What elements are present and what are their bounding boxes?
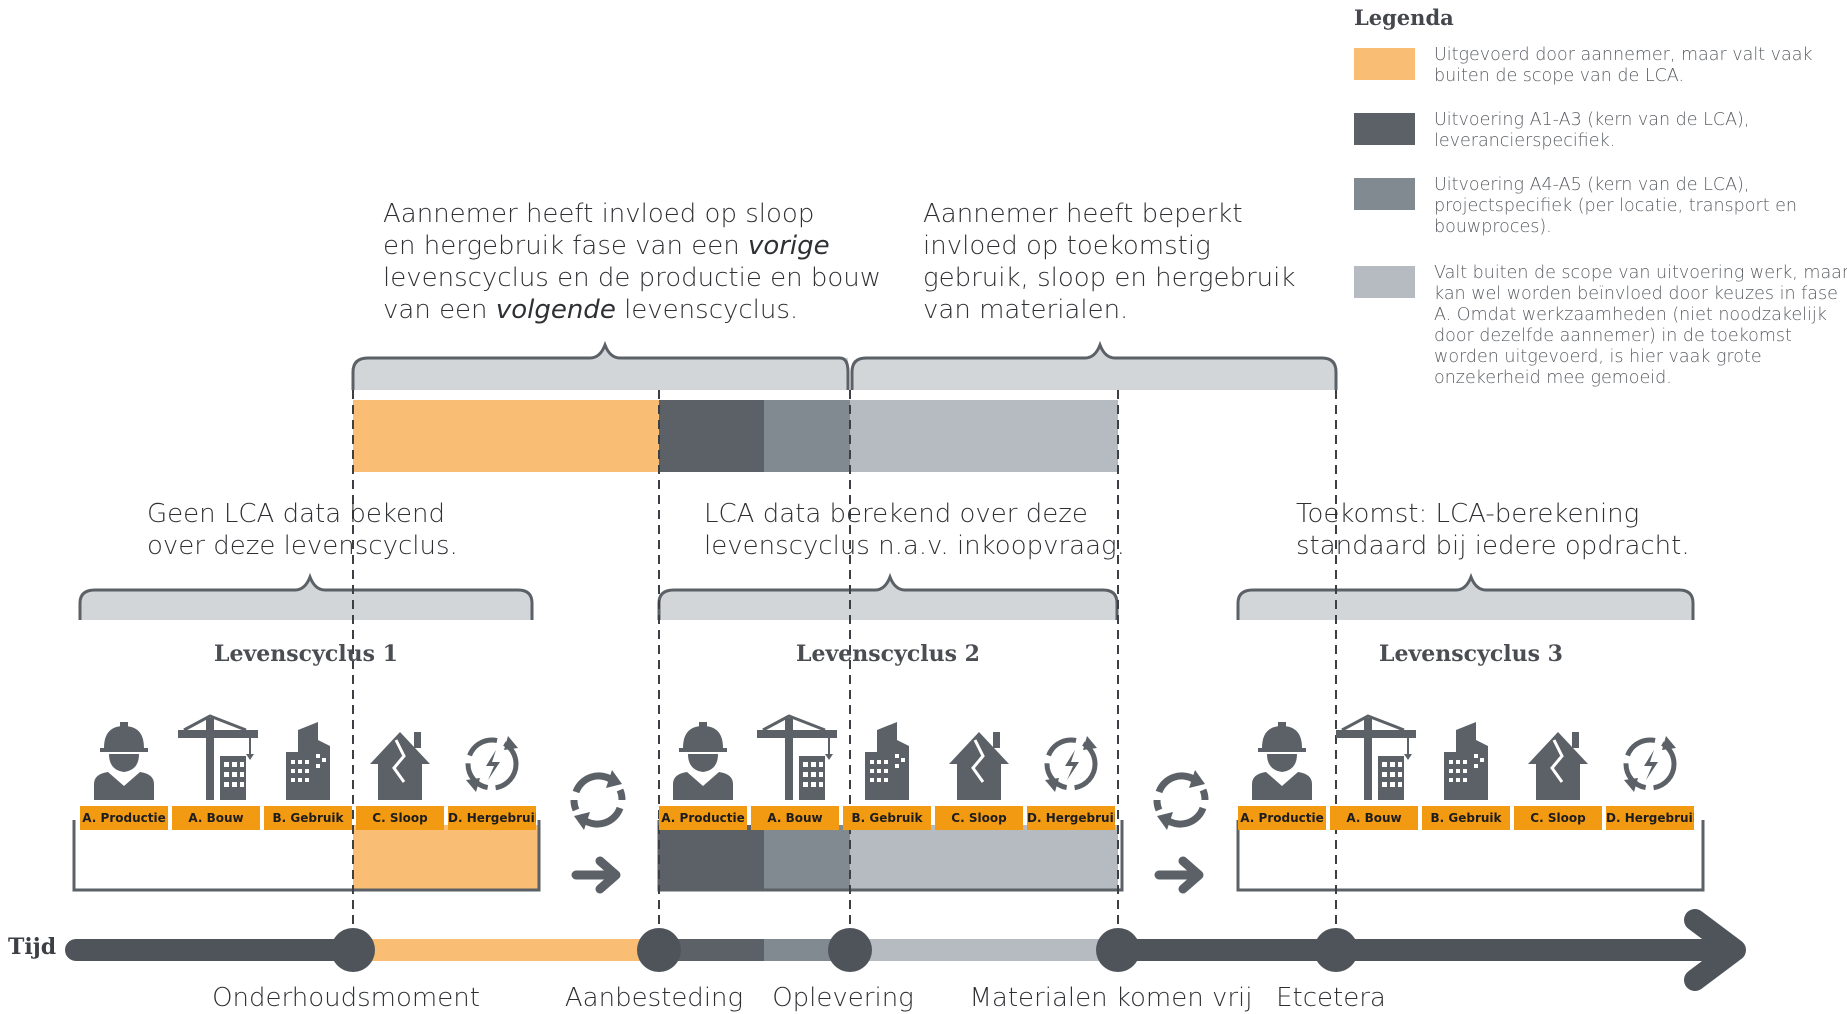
annotation-cycle1: Geen LCA data bekend over deze levenscyc… bbox=[147, 498, 458, 562]
cycle1-bracket bbox=[78, 572, 534, 620]
milestone-label: Aanbesteding bbox=[564, 983, 744, 1013]
worker-icon bbox=[1252, 722, 1312, 800]
annotation-line: Aannemer heeft invloed op sloop bbox=[383, 199, 815, 229]
building-icon bbox=[1444, 722, 1488, 800]
timeline bbox=[65, 909, 1746, 991]
top-bracket-right bbox=[850, 340, 1338, 390]
phase-label: A. Productie bbox=[1238, 806, 1326, 830]
annotation-top-right: Aannemer heeft beperkt invloed op toekom… bbox=[923, 198, 1295, 326]
cycle-arrows-icon bbox=[1153, 770, 1209, 830]
legend-swatch bbox=[1354, 178, 1415, 210]
right-arrow-icon bbox=[1154, 856, 1204, 894]
phase-label: B. Gebruik bbox=[264, 806, 352, 830]
cycle-arrows-icon bbox=[570, 770, 626, 830]
milestone-dot bbox=[828, 928, 872, 972]
annotation-line: standaard bij iedere opdracht. bbox=[1296, 531, 1690, 561]
annotation-line: van een volgende levenscyclus. bbox=[383, 295, 799, 325]
annotation-line: en hergebruik fase van een vorige bbox=[383, 231, 830, 261]
phase-label: C. Sloop bbox=[1514, 806, 1602, 830]
annotation-cycle2: LCA data berekend over deze levenscyclus… bbox=[704, 498, 1125, 562]
phase-label: C. Sloop bbox=[935, 806, 1023, 830]
annotation-line: Toekomst: LCA-berekening bbox=[1296, 499, 1640, 529]
right-arrow-icon bbox=[571, 856, 621, 894]
top-bar-mid bbox=[764, 400, 850, 472]
cycle1-title: Levenscyclus 1 bbox=[214, 641, 398, 667]
worker-icon bbox=[673, 722, 733, 800]
phase-label: B. Gebruik bbox=[843, 806, 931, 830]
milestone-label: Etcetera bbox=[1276, 983, 1386, 1013]
top-bar-orange bbox=[353, 400, 659, 472]
legend-swatch bbox=[1354, 48, 1415, 80]
top-bar-light bbox=[850, 400, 1118, 472]
timeline-arrowhead bbox=[1684, 909, 1746, 991]
phase-label: D. Hergebruik bbox=[1027, 806, 1115, 830]
cycle2-bracket bbox=[657, 572, 1119, 620]
annotation-line: LCA data berekend over deze bbox=[704, 499, 1088, 529]
cycle3-title: Levenscyclus 3 bbox=[1379, 641, 1563, 667]
demolished-house-icon bbox=[949, 732, 1009, 800]
cycle3-bracket bbox=[1236, 572, 1695, 620]
building-icon bbox=[865, 722, 909, 800]
annotation-line: invloed op toekomstig bbox=[923, 231, 1211, 261]
top-bar-dark bbox=[659, 400, 764, 472]
demolished-house-icon bbox=[370, 732, 430, 800]
crane-icon bbox=[178, 714, 258, 800]
milestone-dot bbox=[1314, 928, 1358, 972]
milestone-dot bbox=[637, 928, 681, 972]
phase-label: A. Bouw bbox=[172, 806, 260, 830]
milestone-label: Materialen komen vrij bbox=[969, 983, 1253, 1013]
demolished-house-icon bbox=[1528, 732, 1588, 800]
timeline-axis-label: Tijd bbox=[8, 934, 57, 960]
phase-label: A. Productie bbox=[659, 806, 747, 830]
legend-swatch bbox=[1354, 113, 1415, 145]
annotation-line: levenscyclus en de productie en bouw bbox=[383, 263, 881, 293]
legend-text: Uitgevoerd door aannemer, maar valt vaak… bbox=[1434, 45, 1813, 86]
annotation-line: Aannemer heeft beperkt bbox=[923, 199, 1243, 229]
recycle-energy-icon bbox=[1044, 736, 1098, 792]
annotation-cycle3: Toekomst: LCA-berekening standaard bij i… bbox=[1296, 498, 1690, 562]
phase-label: C. Sloop bbox=[356, 806, 444, 830]
phase-label: A. Bouw bbox=[751, 806, 839, 830]
milestone-label: Onderhoudsmoment bbox=[212, 983, 480, 1013]
cycle1-box bbox=[72, 820, 541, 892]
milestone-label: Oplevering bbox=[772, 983, 914, 1013]
cycle2-title: Levenscyclus 2 bbox=[796, 641, 980, 667]
crane-icon bbox=[1336, 714, 1416, 800]
phase-label: A. Bouw bbox=[1330, 806, 1418, 830]
phase-label: D. Hergebruik bbox=[448, 806, 536, 830]
milestone-dot bbox=[331, 928, 375, 972]
building-icon bbox=[286, 722, 330, 800]
annotation-line: levenscyclus n.a.v. inkoopvraag. bbox=[704, 531, 1125, 561]
cycle2-box bbox=[657, 820, 1124, 892]
cycle3-box bbox=[1236, 820, 1705, 892]
annotation-line: Geen LCA data bekend bbox=[147, 499, 446, 529]
milestone-dot bbox=[1096, 928, 1140, 972]
worker-icon bbox=[94, 722, 154, 800]
recycle-energy-icon bbox=[465, 736, 519, 792]
legend-text: Uitvoering A4-A5 (kern van de LCA), proj… bbox=[1434, 175, 1797, 237]
phase-label: D. Hergebruik bbox=[1606, 806, 1694, 830]
legend-text: Uitvoering A1-A3 (kern van de LCA), leve… bbox=[1434, 110, 1750, 151]
annotation-line: van materialen. bbox=[923, 295, 1129, 325]
dashed-guides bbox=[352, 390, 1337, 945]
recycle-energy-icon bbox=[1623, 736, 1677, 792]
phase-label: A. Productie bbox=[80, 806, 168, 830]
crane-icon bbox=[757, 714, 837, 800]
phase-icons bbox=[94, 714, 1677, 800]
legend-text: Valt buiten de scope van uitvoering werk… bbox=[1434, 263, 1847, 388]
annotation-top-left: Aannemer heeft invloed op sloop en herge… bbox=[383, 198, 881, 326]
phase-label: B. Gebruik bbox=[1422, 806, 1510, 830]
legend-title: Legenda bbox=[1354, 5, 1454, 30]
legend-swatch bbox=[1354, 266, 1415, 298]
annotation-line: over deze levenscyclus. bbox=[147, 531, 458, 561]
annotation-line: gebruik, sloop en hergebruik bbox=[923, 263, 1296, 293]
top-bracket-left bbox=[351, 340, 850, 390]
